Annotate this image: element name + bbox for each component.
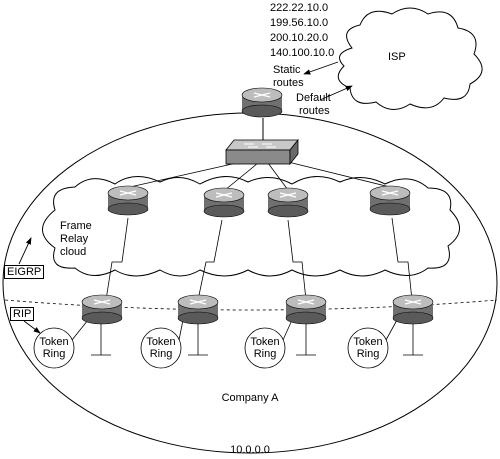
network-label: 10.0.0.0 [230,444,270,456]
token-ring-2-line2: Ring [149,348,173,360]
protocol-boundary-dashed-line [4,299,498,311]
frame-relay-label-3: cloud [60,246,87,258]
default-routes-label-1: Default [296,92,331,104]
token-ring-1-line2: Ring [42,348,66,360]
token-ring-2-line1: Token [146,336,176,348]
token-ring-3-line2: Ring [253,348,277,360]
frame-relay-links [105,217,413,301]
static-routes-label-2: routes [273,77,304,89]
isp-label: ISP [388,51,406,63]
isp-network-4: 140.100.10.0 [270,47,335,59]
isp-network-2: 199.56.10.0 [270,17,329,29]
router-hub-2 [203,187,245,218]
static-routes-arrow [303,61,339,75]
rip-arrow [23,320,41,334]
rip-label: RIP [10,307,35,321]
static-routes-label-1: Static [273,64,301,76]
router-hub-3 [267,187,309,218]
switch [225,138,299,166]
router-branch-1 [81,294,123,325]
default-routes-arrow [319,85,353,101]
token-ring-networks [33,319,423,369]
router-branch-2 [177,294,219,325]
company-label: Company A [221,392,279,404]
eigrp-arrow [18,237,32,265]
token-ring-4-line2: Ring [356,348,380,360]
router-hub-4 [369,185,411,216]
routers [81,87,434,325]
router-branch-3 [285,294,327,325]
router-branch-4 [392,294,434,325]
isp-cloud [337,7,483,110]
switch-links [129,159,391,191]
isp-network-1: 222.22.10.0 [270,2,329,14]
eigrp-label: EIGRP [4,265,45,279]
isp-network-3: 200.10.20.0 [270,32,329,44]
token-ring-4-line1: Token [353,336,383,348]
router-isp-edge [241,87,283,118]
frame-relay-label-2: Relay [60,233,89,245]
token-ring-1-line1: Token [39,336,69,348]
token-ring-3-line1: Token [250,336,280,348]
router-hub-1 [107,185,149,216]
default-routes-label-2: routes [299,105,330,117]
frame-relay-label-1: Frame [60,220,92,232]
